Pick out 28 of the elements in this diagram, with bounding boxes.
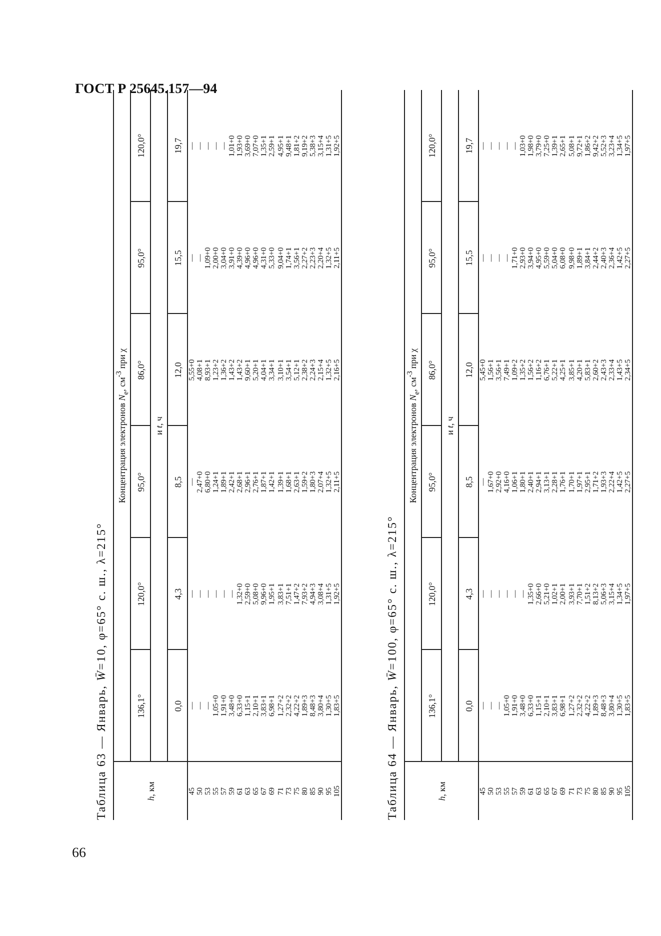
column-header: 120,0° [422,538,442,650]
column-header: 95,0° [422,202,442,314]
column-header: 12,0 [168,314,188,426]
column-header: 15,5 [458,202,478,314]
table-title: Таблица 63 — Январь, W̄=10, φ=65° с. ш., λ=215° [93,522,109,820]
column-header: 0,0 [168,650,188,762]
column-header: 19,7 [458,90,478,202]
column-header: 8,5 [458,426,478,538]
column-header: h, км [114,762,188,820]
column-header: 95,0° [422,426,442,538]
column-header: 136,1° [422,650,442,762]
column-header: 4,3 [168,538,188,650]
column-header: 0,0 [458,650,478,762]
table-title: Таблица 64 — Январь, W̄=100, φ=65° с. ш., λ=215° [384,516,400,820]
column-header: и t, ч [442,90,458,762]
column-header: 86,0° [422,314,442,426]
column-header: 12,0 [458,314,478,426]
column-header: 86,0° [130,314,150,426]
page-number: 66 [72,846,86,862]
column-header: 95,0° [130,426,150,538]
column-header: 136,1° [130,650,150,762]
column-header: h, км [404,762,478,820]
column-header: 15,5 [168,202,188,314]
column-header: 120,0° [422,90,442,202]
column-header: 95,0° [130,202,150,314]
column-header: 8,5 [168,426,188,538]
column-header: 120,0° [130,538,150,650]
column-header: 4,3 [458,538,478,650]
